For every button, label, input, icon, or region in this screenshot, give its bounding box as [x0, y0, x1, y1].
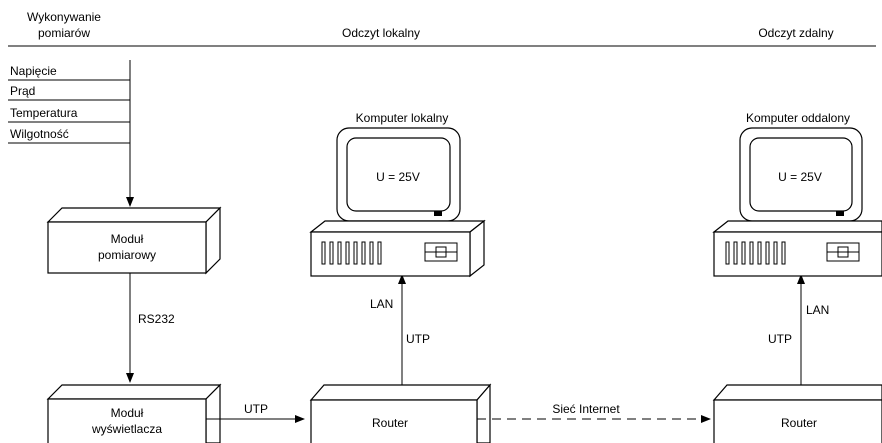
remote-computer-drive-icon: [826, 242, 860, 262]
display-module-label-line1: Moduł: [111, 406, 144, 420]
utp-label-display-router: UTP: [244, 402, 268, 416]
local-computer-screen-text: U = 25V: [376, 170, 420, 184]
measurement-voltage: Napięcie: [10, 64, 57, 78]
remote-router: Router: [712, 384, 882, 443]
remote-router-label: Router: [781, 416, 817, 430]
lan-label-remote: LAN: [806, 303, 829, 317]
measurement-humidity: Wilgotność: [10, 127, 69, 141]
internet-label: Sieć Internet: [552, 402, 620, 416]
measuring-module: Moduł pomiarowy: [46, 206, 222, 275]
utp-label-remote: UTP: [768, 332, 792, 346]
remote-computer-vents: [725, 241, 786, 265]
measurement-list: Napięcie Prąd Temperatura Wilgotność: [8, 60, 131, 144]
rs232-label: RS232: [138, 312, 175, 326]
header-measurement-line1: Wykonywanie: [27, 10, 101, 24]
display-module: Moduł wyświetlacza: [46, 383, 222, 443]
header-measurement-line2: pomiarów: [38, 26, 90, 40]
local-computer-title: Komputer lokalny: [356, 111, 449, 125]
lan-label-local: LAN: [370, 297, 393, 311]
local-computer: Komputer lokalny U = 25V: [309, 111, 486, 278]
header-remote: Odczyt zdalny: [758, 26, 833, 40]
local-router-label: Router: [372, 416, 408, 430]
utp-label-local: UTP: [406, 332, 430, 346]
header-local: Odczyt lokalny: [342, 26, 420, 40]
remote-computer: Komputer oddalony U = 25V: [712, 111, 882, 277]
measuring-module-label-line2: pomiarowy: [98, 248, 156, 262]
remote-computer-screen-text: U = 25V: [778, 170, 822, 184]
local-router: Router: [309, 383, 492, 443]
remote-computer-title: Komputer oddalony: [746, 111, 850, 125]
local-computer-drive-icon: [424, 242, 458, 262]
local-computer-vents: [321, 241, 382, 265]
measuring-module-label-line1: Moduł: [111, 232, 144, 246]
display-module-label-line2: wyświetlacza: [91, 422, 162, 436]
measurement-temperature: Temperatura: [10, 106, 78, 120]
measurement-current: Prąd: [10, 84, 35, 98]
